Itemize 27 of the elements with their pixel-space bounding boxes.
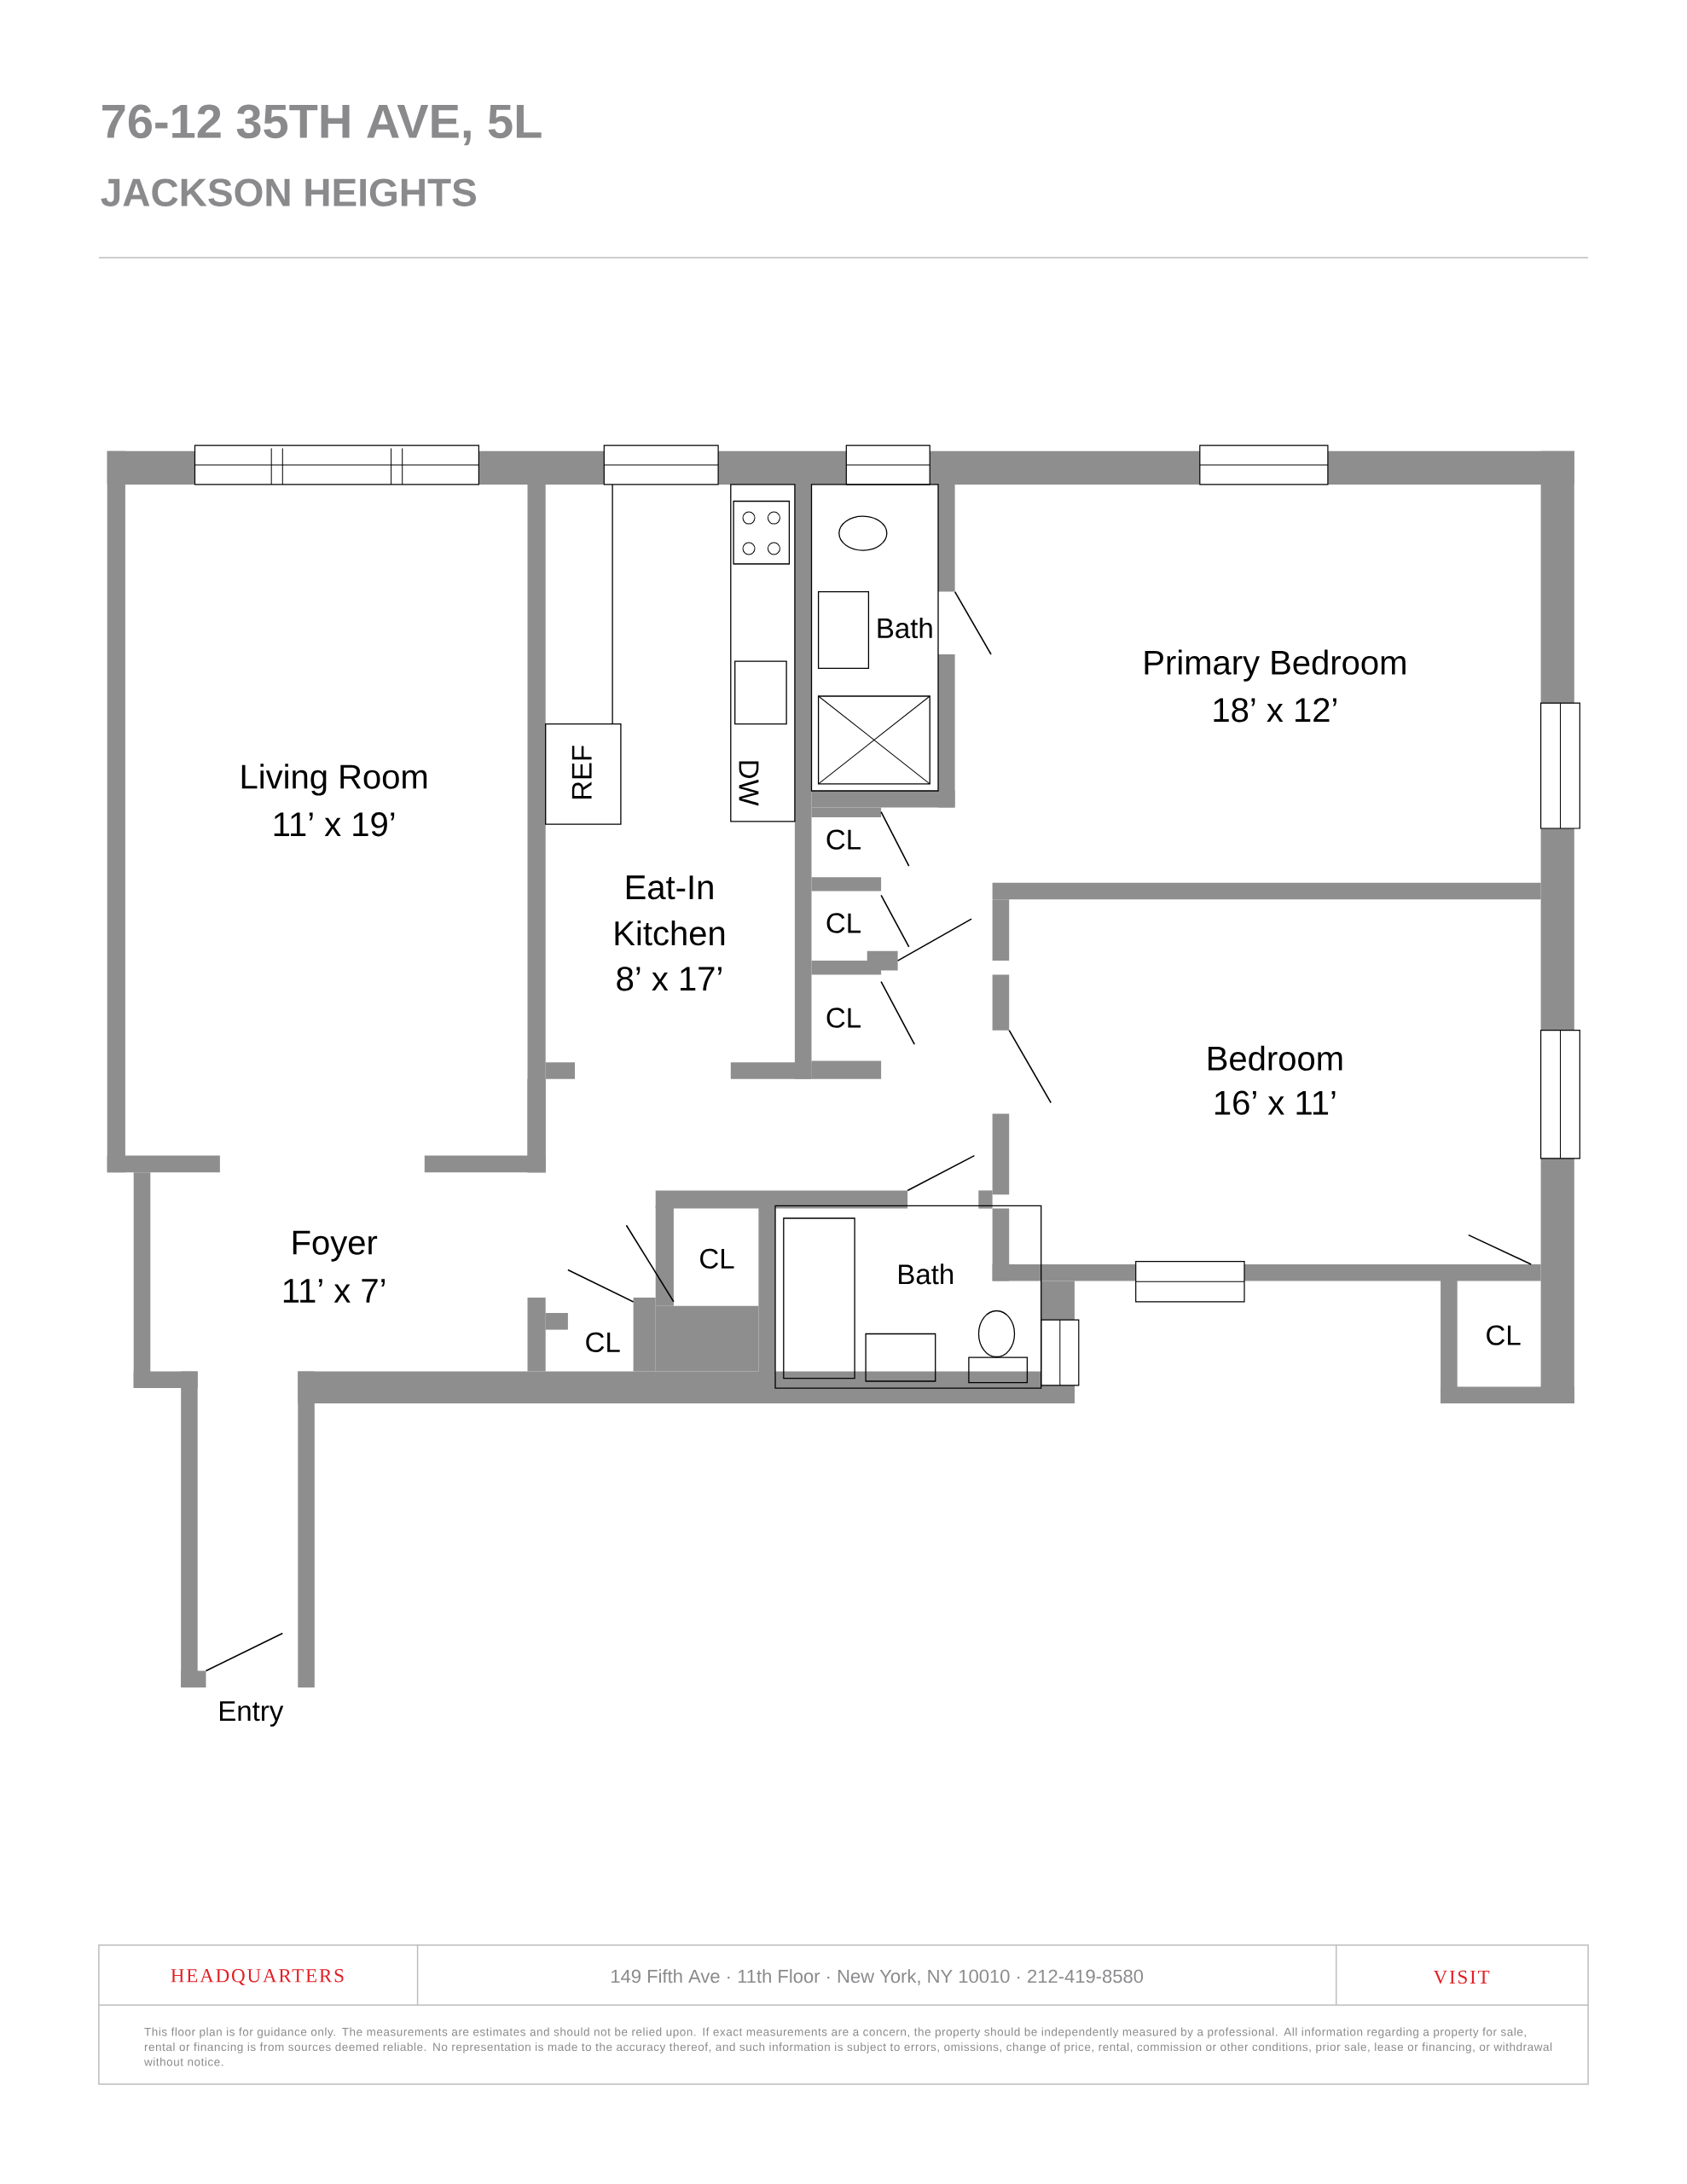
subheading: JACKSON HEIGHTS: [101, 178, 476, 206]
room-name: Primary Bedroom: [1145, 649, 1406, 682]
appliance-label: REF: [571, 746, 592, 799]
closet-label: CL: [700, 1248, 734, 1269]
room-dimensions: 8’ x 17’: [617, 967, 722, 991]
room-dimensions: 11’ x 19’: [274, 812, 395, 837]
footer-heading: HEADQUARTERS: [171, 1969, 344, 1985]
address-text: 149 Fifth Ave · 11th Floor · New York, NY 10010 · 212-419-8580: [612, 1969, 1144, 1985]
footer-heading: VISIT: [1433, 1970, 1490, 1984]
closet-label: CL: [826, 1008, 861, 1028]
entry-label: Entry: [220, 1701, 284, 1727]
closet-label: CL: [586, 1332, 620, 1352]
closet-label: CL: [826, 913, 861, 933]
room-dimensions: 11’ x 7’: [283, 1279, 386, 1303]
closet-label: CL: [826, 829, 861, 850]
room-name: Foyer: [293, 1230, 378, 1262]
room-dimensions: 18’ x 12’: [1214, 698, 1336, 723]
room-name: Living Room: [241, 764, 427, 796]
room-name: Bath: [899, 1263, 954, 1285]
disclaimer-text: This floor plan is for guidance only. The measurements are estimates and should not be relied upon. If exact measurements are a concern, the property should be independently measured by a professional. All information regarding a property for sale, rental or financing is from sources deemed reliable. No representation is made to the accuracy thereof, and such information is subject to errors, omissions, change of price, rental, commission or other conditions, prior sale, lease or financing, or withdrawal without notice.: [144, 2027, 1552, 2066]
room-name: Bath: [878, 617, 932, 639]
room-name: Eat-In Kitchen: [615, 875, 725, 946]
closet-label: CL: [1487, 1325, 1521, 1345]
appliance-label: DW: [739, 761, 759, 806]
room-dimensions: 16’ x 11’: [1215, 1090, 1336, 1115]
heading: 76-12 35TH AVE, 5L: [102, 104, 542, 146]
room-name: Bedroom: [1209, 1045, 1342, 1071]
